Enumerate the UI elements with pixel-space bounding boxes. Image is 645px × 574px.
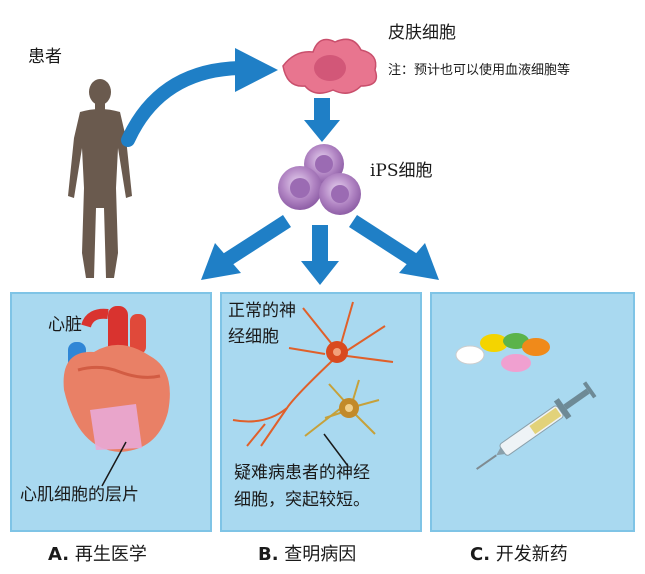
note-text: 注：预计也可以使用血液细胞等 bbox=[388, 63, 571, 78]
patient-neuron-label-2: 细胞，突起较短。 bbox=[234, 490, 370, 510]
pills-icon bbox=[455, 333, 550, 372]
caption-a: A. 再生医学 bbox=[48, 540, 147, 566]
syringe-icon bbox=[476, 381, 597, 470]
ips-cell-label: iPS细胞 bbox=[370, 161, 433, 181]
caption-b: B. 查明病因 bbox=[258, 540, 356, 566]
branch-arrows bbox=[201, 215, 439, 285]
pointer-line-a bbox=[101, 441, 127, 487]
normal-neuron-icon bbox=[232, 301, 394, 447]
caption-c: C. 开发新药 bbox=[470, 540, 568, 566]
caption-c-text: 开发新药 bbox=[495, 544, 568, 565]
normal-neuron-label-1: 正常的神 bbox=[228, 301, 296, 321]
caption-a-letter: A. bbox=[48, 544, 70, 565]
patient-neuron-label-1: 疑难病患者的神经 bbox=[234, 463, 370, 483]
neuron-icons bbox=[232, 301, 394, 447]
heart-icon bbox=[63, 306, 170, 452]
normal-neuron-label-2: 经细胞 bbox=[228, 327, 279, 347]
ips-cell-icon bbox=[278, 144, 361, 215]
skin-cell-label: 皮肤细胞 bbox=[388, 23, 456, 43]
caption-a-text: 再生医学 bbox=[74, 544, 147, 565]
human-silhouette-icon bbox=[68, 79, 132, 278]
caption-b-text: 查明病因 bbox=[284, 544, 357, 565]
caption-c-letter: C. bbox=[470, 544, 491, 565]
panel-drug-development bbox=[430, 292, 635, 532]
patient-label: 患者 bbox=[28, 47, 62, 67]
cardiomyocyte-sheet-icon bbox=[90, 404, 142, 450]
arrow-to-ips-cell bbox=[304, 98, 340, 142]
skin-cell-icon bbox=[282, 38, 378, 94]
heart-label: 心脏 bbox=[48, 315, 82, 335]
arrow-to-skin-cell bbox=[121, 48, 278, 147]
pointer-line-b bbox=[323, 433, 349, 467]
caption-b-letter: B. bbox=[258, 544, 279, 565]
cardiomyocyte-sheet-label: 心肌细胞的层片 bbox=[20, 485, 139, 505]
